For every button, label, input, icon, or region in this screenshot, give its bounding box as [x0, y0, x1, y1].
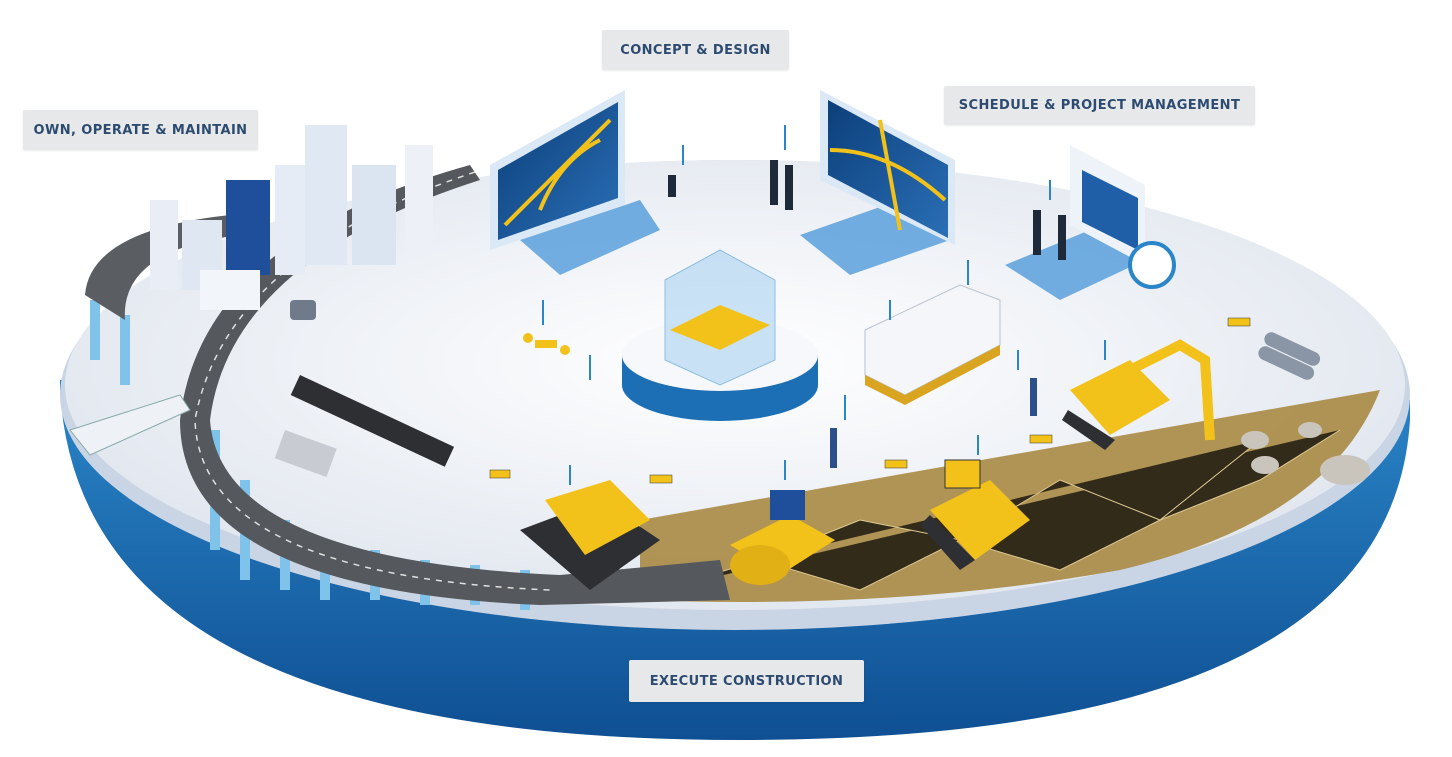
drone	[523, 333, 570, 355]
schedule-board	[1005, 145, 1176, 300]
design-monitor-right	[800, 90, 955, 275]
paver-machine	[520, 480, 660, 590]
ship	[69, 394, 191, 456]
signal-antennas	[542, 125, 1106, 485]
label-execute-construction: EXECUTE CONSTRUCTION	[629, 660, 864, 702]
site-office-trailer	[864, 284, 1001, 405]
bulldozer	[920, 459, 1030, 570]
dirt-work-area	[640, 390, 1380, 602]
label-concept-design: CONCEPT & DESIGN	[602, 30, 789, 70]
central-model-pedestal	[622, 249, 818, 421]
road-roller	[730, 490, 835, 585]
train	[290, 375, 455, 467]
city-buildings	[150, 125, 433, 310]
people	[668, 160, 1066, 468]
label-own-operate-maintain: OWN, OPERATE & MAINTAIN	[23, 110, 258, 150]
rocks	[1241, 422, 1370, 485]
excavator	[1062, 339, 1215, 450]
road-center-line	[194, 171, 551, 591]
design-monitor-left	[490, 90, 660, 275]
truck	[274, 430, 337, 478]
pipes	[1258, 332, 1321, 380]
road-barriers	[489, 317, 1251, 484]
label-schedule-project-management: SCHEDULE & PROJECT MANAGEMENT	[944, 86, 1255, 125]
clock-icon	[1128, 241, 1176, 289]
car	[290, 300, 316, 320]
